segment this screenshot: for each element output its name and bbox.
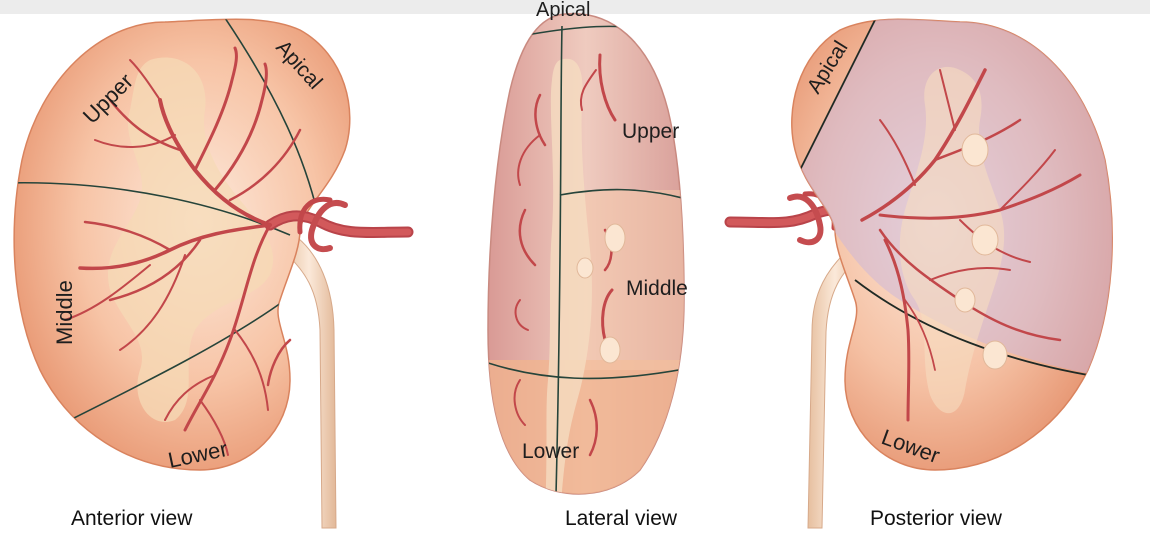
anterior-kidney: Upper Apical Middle Lower xyxy=(5,18,408,528)
lateral-kidney: Apical Upper Middle Lower xyxy=(480,0,690,520)
posterior-view-caption: Posterior view xyxy=(870,504,1002,534)
anterior-view-caption: Anterior view xyxy=(71,504,192,534)
lateral-label-lower: Lower xyxy=(522,440,579,463)
lateral-view-caption: Lateral view xyxy=(565,504,677,534)
lateral-label-middle: Middle xyxy=(626,277,688,300)
lateral-label-apical: Apical xyxy=(536,0,590,21)
posterior-kidney: Apical Lower xyxy=(730,10,1130,528)
anterior-label-middle: Middle xyxy=(52,280,77,345)
lateral-label-upper: Upper xyxy=(622,120,679,143)
